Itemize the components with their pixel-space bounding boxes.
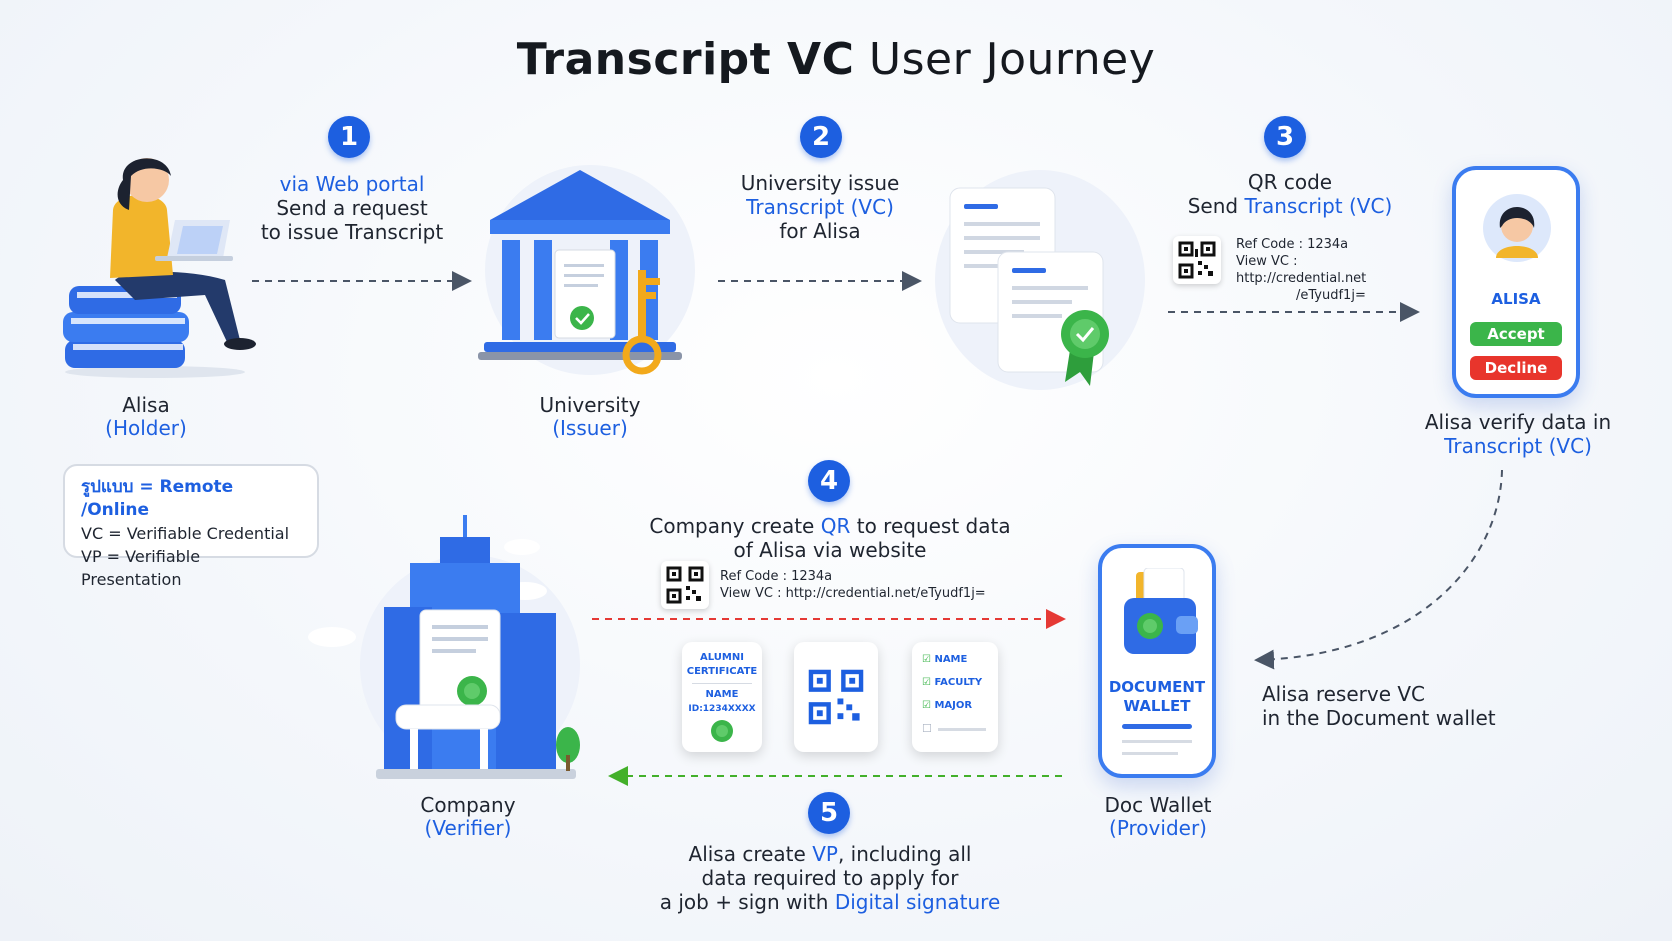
step-2-text: University issue Transcript (VC) for Ali… [740, 171, 900, 243]
check-icon: ☑ [922, 677, 931, 688]
vp-checklist-card: ☑ NAME ☑ FACULTY ☑ MAJOR ☐ [912, 642, 998, 752]
holder-phone: ALISA Accept Decline [1452, 166, 1580, 398]
arrow-to-wallet [1254, 469, 1503, 670]
certificate-seal-icon [711, 720, 733, 742]
step-3-badge: 3 [1264, 116, 1306, 158]
step-5-badge: 5 [808, 792, 850, 834]
holder-label: Alisa (Holder) [105, 393, 187, 440]
unchecked-icon: ☐ [922, 722, 932, 735]
doc-wallet-phone: DOCUMENT WALLET [1098, 544, 1216, 778]
qr-code-icon[interactable] [1173, 236, 1221, 284]
wallet-icon [1124, 568, 1198, 654]
step-4-ref: Ref Code : 1234a View VC : http://creden… [720, 569, 986, 601]
verifier-label: Company (Verifier) [420, 793, 516, 840]
step-3-ref: Ref Code : 1234a View VC : http://creden… [1236, 237, 1367, 303]
phone-name: ALISA [1491, 290, 1541, 308]
qr-code-request-icon[interactable] [661, 561, 709, 609]
step-2-badge: 2 [800, 116, 842, 158]
holder-illustration [63, 158, 256, 378]
check-icon: ☑ [922, 700, 931, 711]
vp-qr-icon [808, 669, 864, 725]
alumni-certificate-card: ALUMNI CERTIFICATE NAME ID:1234XXXX [682, 642, 762, 752]
provider-label: Doc Wallet (Provider) [1104, 793, 1212, 840]
verify-text: Alisa verify data in Transcript (VC) [1424, 410, 1612, 458]
holder-avatar [1483, 194, 1551, 262]
company-illustration [308, 515, 580, 779]
check-icon: ☑ [922, 654, 931, 665]
decline-button[interactable]: Decline [1470, 356, 1562, 380]
step-1-text: via Web portal Send a request to issue T… [260, 172, 444, 244]
accept-button[interactable]: Accept [1470, 322, 1562, 346]
issuer-label: University (Issuer) [539, 393, 641, 440]
page-title: Transcript VC User Journey [516, 34, 1156, 85]
step-3-text: QR code Send Transcript (VC) [1187, 170, 1393, 218]
wallet-title: DOCUMENT WALLET [1108, 678, 1206, 715]
vp-qr-card[interactable] [794, 642, 878, 752]
documents-illustration [935, 170, 1145, 390]
step-4-text: Company create QR to request data of Ali… [649, 514, 1011, 562]
step-4-badge: 4 [808, 460, 850, 502]
university-illustration [478, 165, 695, 375]
legend-box: รูปแบบ = Remote /Online VC = Verifiable … [63, 464, 319, 589]
step-1-badge: 1 [328, 116, 370, 158]
reserve-text: Alisa reserve VC in the Document wallet [1262, 682, 1496, 730]
step-5-text: Alisa create VP, including all data requ… [659, 842, 1001, 914]
